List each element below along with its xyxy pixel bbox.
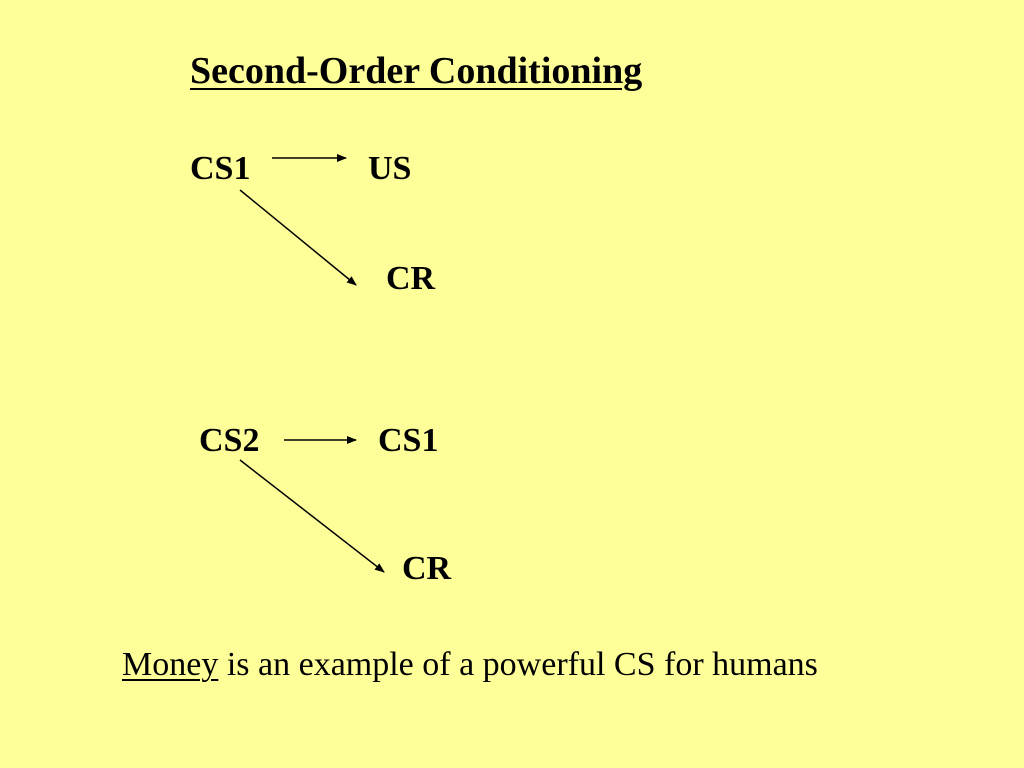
slide-title: Second-Order Conditioning [190,50,643,92]
second-order-response-label: CR [402,550,452,587]
caption-text: is an example of a powerful CS for human… [218,646,818,683]
cs2-to-cr-arrow [239,459,385,573]
first-order-stimulus-label: CS1 [190,150,251,187]
cs1-to-cr-arrow [239,189,357,286]
second-order-stimulus-label: CS2 [199,422,260,459]
caption-emphasis: Money [122,646,219,683]
first-order-response-label: CR [386,260,436,297]
slide-caption: Money is an example of a powerful CS for… [122,648,818,682]
second-order-pairing-label: CS1 [378,422,439,459]
first-order-pairing-label: US [368,150,412,187]
